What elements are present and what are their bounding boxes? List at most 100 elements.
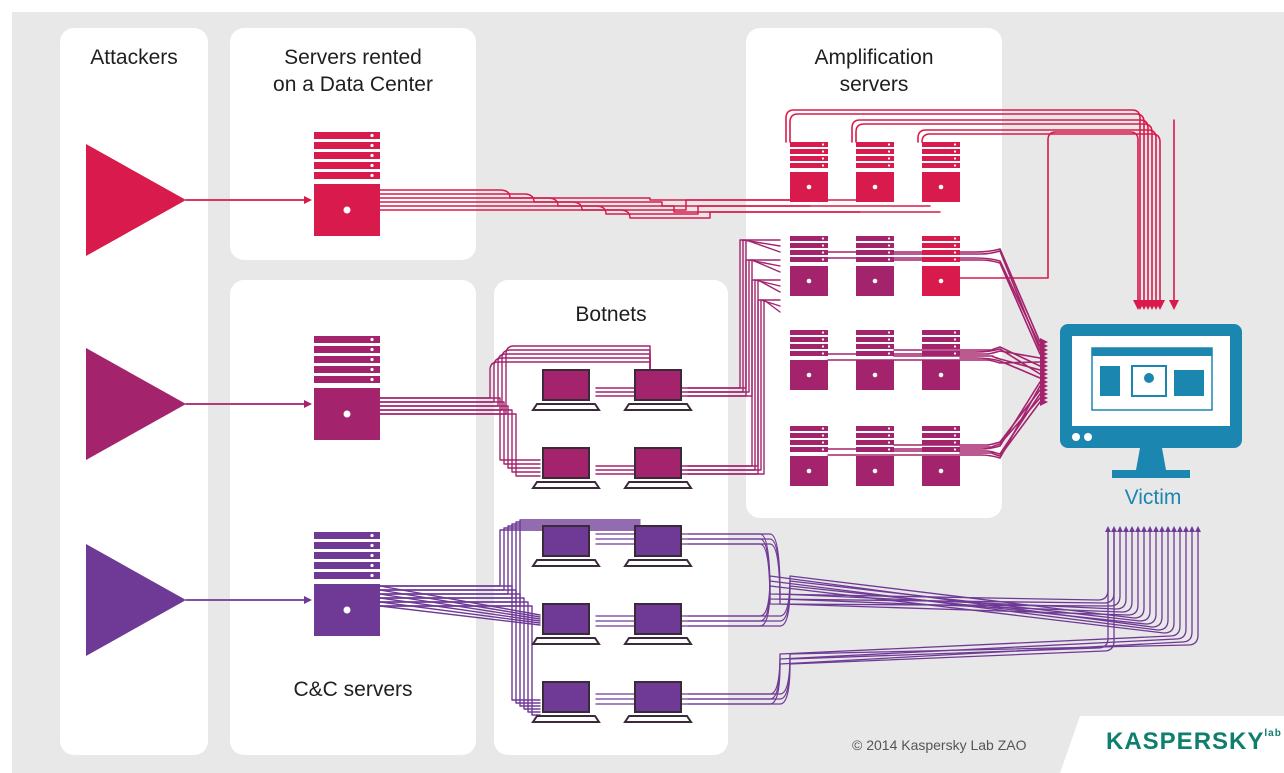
cnc-label: C&C servers bbox=[293, 678, 413, 701]
laptop-screen bbox=[634, 369, 682, 401]
server-slot bbox=[922, 351, 960, 356]
server-led bbox=[821, 237, 825, 240]
server-slot bbox=[922, 330, 960, 335]
server-led bbox=[370, 347, 374, 352]
amplification-server-icon bbox=[790, 330, 828, 390]
laptop-base bbox=[531, 481, 601, 489]
server-led bbox=[953, 441, 957, 444]
server-slot bbox=[790, 337, 828, 342]
botnet-request-line bbox=[687, 259, 781, 389]
monitor-button bbox=[1072, 433, 1080, 441]
laptop-base bbox=[623, 637, 693, 645]
laptop-base bbox=[623, 559, 693, 567]
monitor-neck bbox=[1136, 448, 1166, 470]
attacker-triangle-icon bbox=[86, 348, 186, 460]
server-led bbox=[821, 434, 825, 437]
amplification-request-line bbox=[379, 209, 941, 219]
server-led bbox=[370, 143, 374, 148]
server-led bbox=[370, 337, 374, 342]
server-power bbox=[872, 184, 878, 190]
server-led bbox=[821, 338, 825, 341]
server-slot bbox=[790, 433, 828, 438]
server-led bbox=[953, 258, 957, 261]
cnc-command-line bbox=[379, 593, 541, 707]
server-slot bbox=[790, 426, 828, 431]
server-led bbox=[821, 331, 825, 334]
amplified-response-line bbox=[959, 348, 1041, 375]
laptop-base bbox=[531, 715, 601, 723]
user-photo-icon bbox=[1144, 373, 1154, 383]
amplified-response-line bbox=[827, 381, 1041, 450]
server-slot bbox=[314, 152, 380, 159]
arrow-head bbox=[1141, 526, 1147, 532]
server-slot bbox=[314, 542, 380, 549]
datacenter-label: Servers rented on a Data Center bbox=[273, 46, 433, 96]
server-slot bbox=[856, 344, 894, 349]
botnet-request-line bbox=[687, 299, 781, 471]
server-slot bbox=[314, 562, 380, 569]
laptop-screen bbox=[634, 447, 682, 479]
arrow-head bbox=[1117, 526, 1123, 532]
server-power bbox=[806, 278, 812, 284]
amplification-request-line bbox=[379, 199, 871, 211]
amplification-request-line bbox=[379, 189, 801, 201]
victim-label: Victim bbox=[1124, 486, 1182, 509]
arrow-head bbox=[1195, 526, 1201, 532]
attackers-label: Attackers bbox=[90, 46, 178, 69]
cnc-server-icon bbox=[314, 532, 380, 636]
server-slot bbox=[314, 532, 380, 539]
server-slot bbox=[856, 440, 894, 445]
server-slot bbox=[790, 257, 828, 262]
server-slot bbox=[790, 142, 828, 147]
attacker-triangle-icon bbox=[86, 544, 186, 656]
server-led bbox=[887, 150, 891, 153]
server-led bbox=[821, 164, 825, 167]
amplified-response-line bbox=[595, 531, 1193, 705]
monitor-titlebar bbox=[1092, 348, 1212, 356]
botnet-laptop-icon bbox=[623, 447, 693, 489]
arrow-head bbox=[1111, 526, 1117, 532]
server-slot bbox=[856, 433, 894, 438]
server-led bbox=[953, 434, 957, 437]
cnc-command-line bbox=[379, 409, 541, 473]
server-slot bbox=[856, 149, 894, 154]
server-power bbox=[806, 372, 812, 378]
server-led bbox=[953, 352, 957, 355]
server-led bbox=[821, 157, 825, 160]
arrow-head bbox=[1183, 526, 1189, 532]
amplified-response-line bbox=[595, 531, 1157, 627]
server-power bbox=[872, 278, 878, 284]
server-slot bbox=[922, 149, 960, 154]
server-slot bbox=[790, 243, 828, 248]
server-slot bbox=[314, 142, 380, 149]
arrow-head bbox=[1105, 526, 1111, 532]
server-power bbox=[938, 278, 944, 284]
server-slot bbox=[922, 426, 960, 431]
cnc-command-line bbox=[379, 349, 651, 411]
server-slot bbox=[790, 250, 828, 255]
amplified-response-line bbox=[959, 397, 1041, 448]
amplified-response-line bbox=[595, 531, 1121, 607]
amplified-response-line bbox=[827, 385, 1041, 459]
amplified-response-line bbox=[893, 250, 1041, 351]
amplified-response-line bbox=[959, 357, 1041, 379]
server-slot bbox=[790, 440, 828, 445]
arrow-head bbox=[1159, 526, 1165, 532]
arrow-head bbox=[1040, 398, 1048, 406]
server-led bbox=[887, 331, 891, 334]
amplified-response-line bbox=[687, 531, 1175, 634]
amplified-response-line bbox=[595, 531, 1181, 695]
kaspersky-logo: KASPERSKYlab bbox=[1106, 728, 1282, 756]
laptop-screen bbox=[634, 603, 682, 635]
laptop-base bbox=[531, 559, 601, 567]
server-slot bbox=[922, 344, 960, 349]
amplified-response-line bbox=[687, 531, 1163, 628]
amplification-server-icon bbox=[790, 426, 828, 486]
amplified-response-line bbox=[687, 531, 1139, 616]
server-slot bbox=[922, 337, 960, 342]
amplification-request-line bbox=[379, 193, 811, 207]
server-slot bbox=[790, 344, 828, 349]
server-led bbox=[370, 153, 374, 158]
logo-text: KASPERSKY bbox=[1106, 728, 1265, 755]
server-power bbox=[872, 468, 878, 474]
